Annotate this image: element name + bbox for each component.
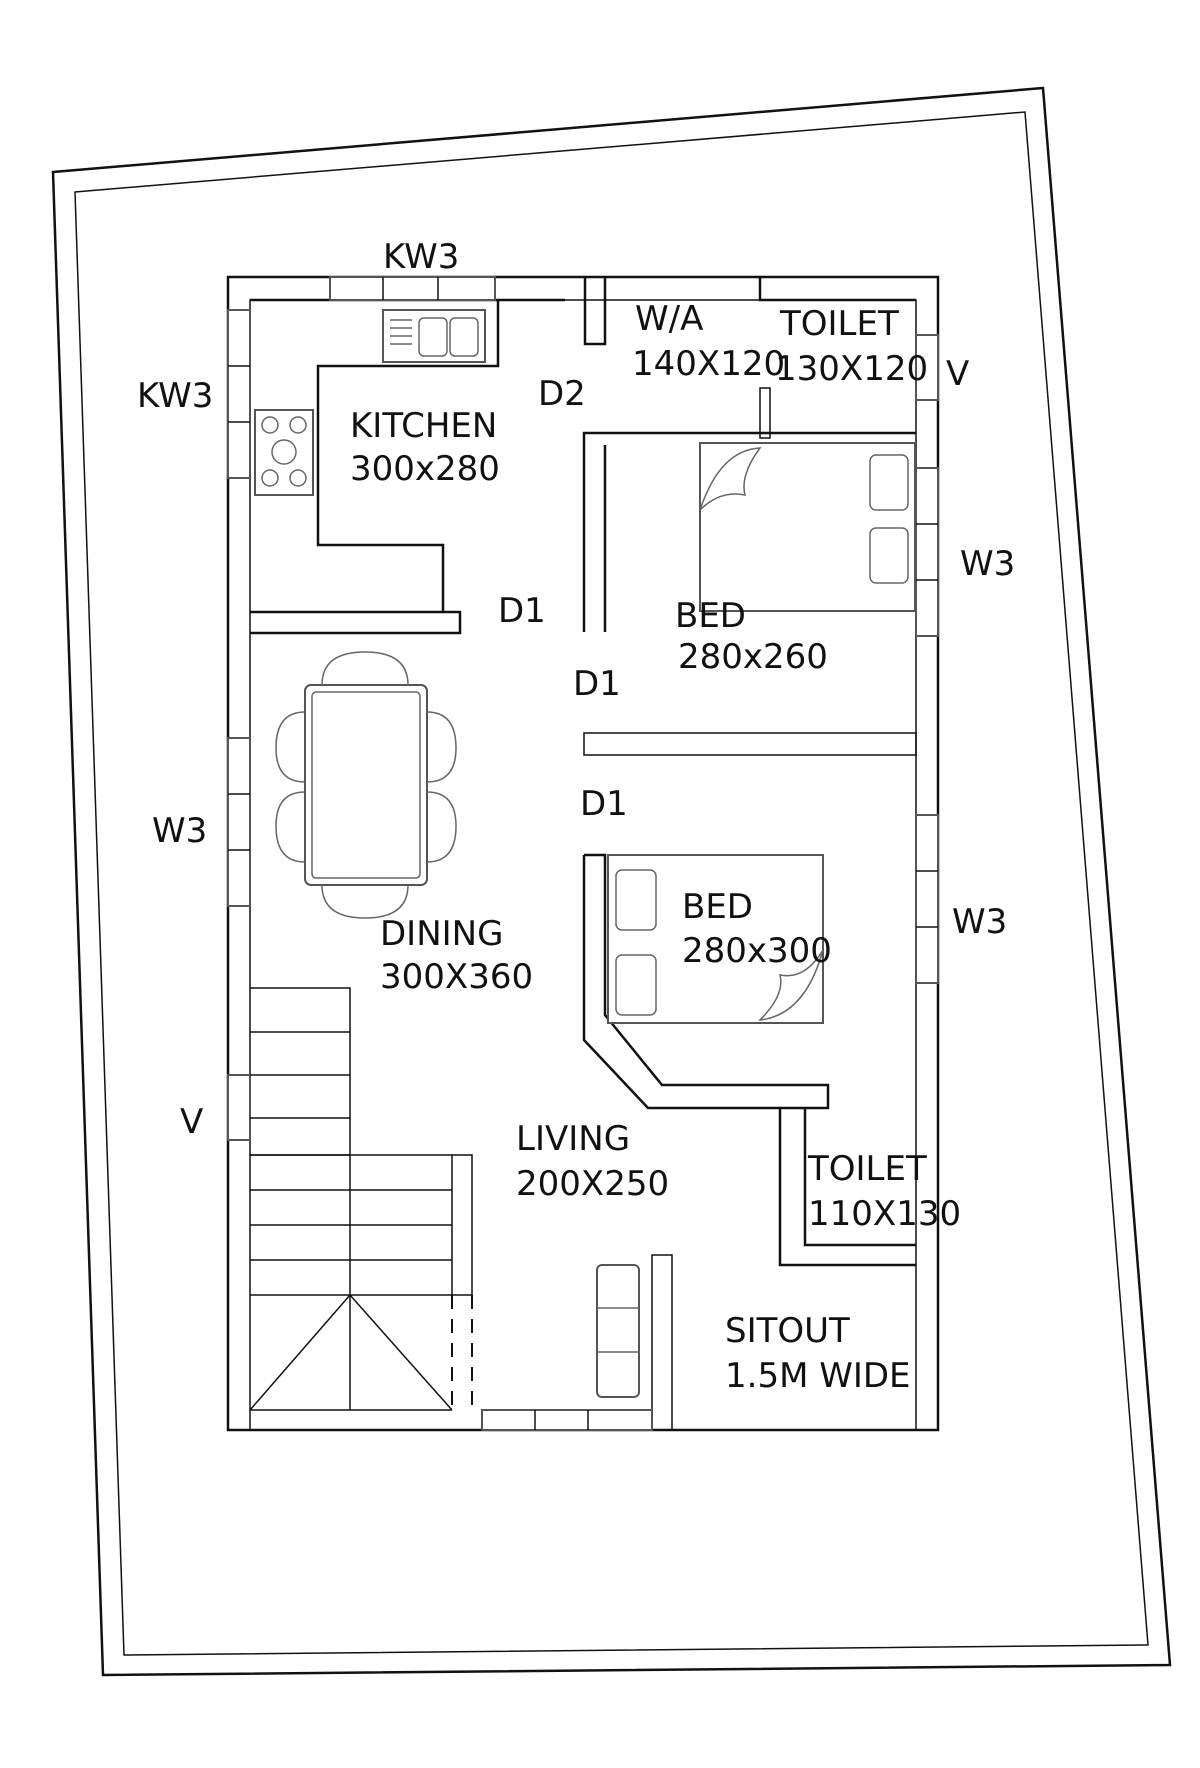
- d1-kitchen-label: D1: [498, 591, 546, 631]
- sink-icon: [382, 309, 486, 363]
- d1-bed-label: D1: [573, 664, 621, 704]
- dining-label: DINING: [380, 914, 503, 954]
- toilet-size-label: 130X120: [775, 349, 928, 389]
- stove-icon: [254, 409, 314, 496]
- living-label: LIVING: [516, 1119, 630, 1159]
- staircase-icon: [249, 987, 473, 1411]
- d1-bed-label: D1: [580, 784, 628, 824]
- w3-right-label: W3: [960, 544, 1015, 584]
- w3-left-label: W3: [152, 811, 207, 851]
- v-left-label: V: [180, 1102, 203, 1142]
- dining-table-icon: [275, 651, 457, 919]
- bed-icon: [699, 442, 916, 612]
- toilet-size-label: 110X130: [808, 1194, 961, 1234]
- kw3-left-label: KW3: [137, 376, 213, 416]
- sitout-label: SITOUT: [725, 1311, 850, 1351]
- sitout-size-label: 1.5M WIDE: [725, 1356, 911, 1396]
- bed-size-label: 280x300: [682, 931, 832, 971]
- bed-label: BED: [675, 596, 746, 636]
- windows: [227, 276, 939, 1431]
- kw3-top-label: KW3: [383, 237, 459, 277]
- wa-label: W/A: [635, 299, 703, 339]
- bed-label: BED: [682, 887, 753, 927]
- sofa-icon: [596, 1264, 640, 1398]
- bed-size-label: 280x260: [678, 637, 828, 677]
- v-right-label: V: [946, 354, 969, 394]
- toilet-label: TOILET: [779, 304, 899, 344]
- bed-icon: [607, 854, 824, 1024]
- plot-boundary: [51, 86, 1172, 1677]
- d2-label: D2: [538, 374, 586, 414]
- wa-size-label: 140X120: [632, 344, 785, 384]
- toilet-label: TOILET: [807, 1149, 927, 1189]
- w3-right-label: W3: [952, 902, 1007, 942]
- dining-size-label: 300X360: [380, 957, 533, 997]
- kitchen-label: KITCHEN: [350, 406, 497, 446]
- room-labels: KW3 KW3 KITCHEN 300x280 D2 W/A 140X120 T…: [137, 237, 1015, 1396]
- living-size-label: 200X250: [516, 1164, 669, 1204]
- kitchen-size-label: 300x280: [350, 449, 500, 489]
